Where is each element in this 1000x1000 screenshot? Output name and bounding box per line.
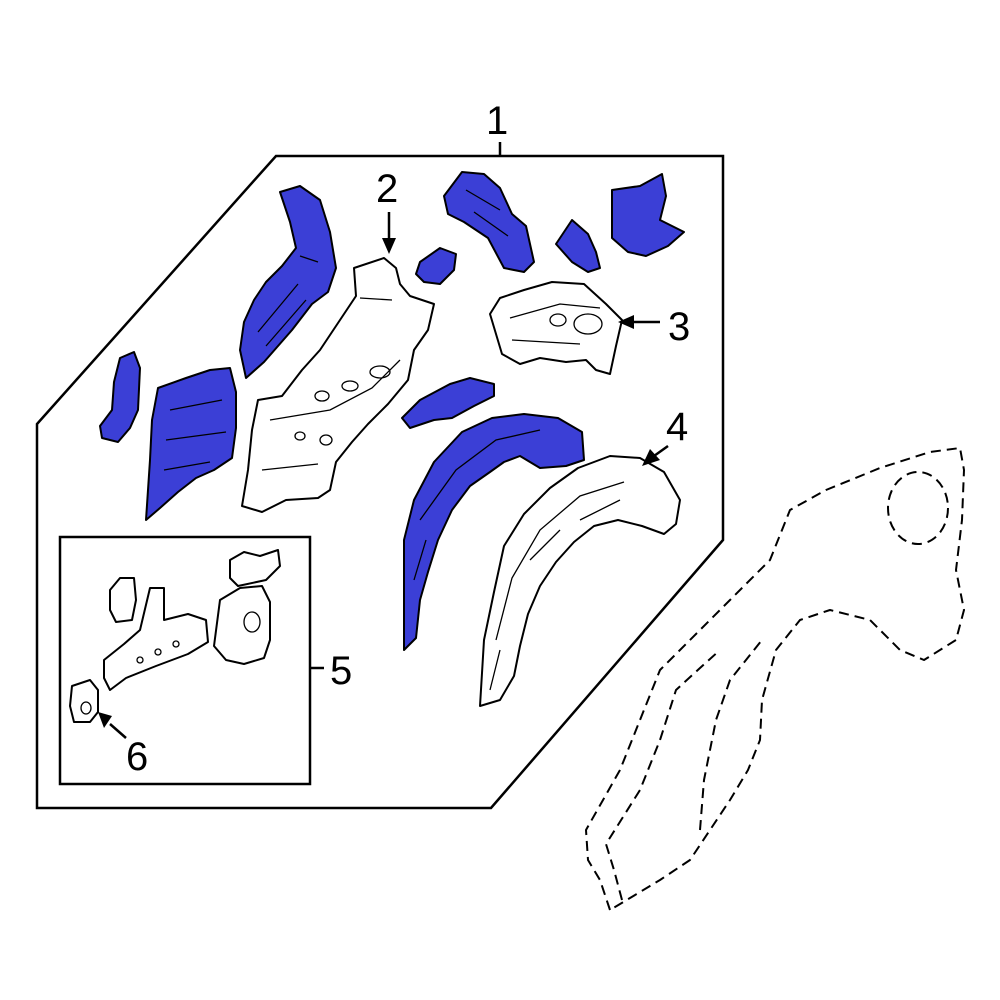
sub-part-rail[interactable] xyxy=(103,587,209,691)
callout-4: 4 xyxy=(666,405,688,449)
sub-part-6-bracket[interactable] xyxy=(69,679,99,723)
blue-part-small-bracket[interactable] xyxy=(415,247,457,285)
blue-part-wheelhouse-inner[interactable] xyxy=(403,413,585,651)
blue-part-top-right[interactable] xyxy=(611,173,685,257)
sub-part-small-bracket[interactable] xyxy=(109,577,137,623)
wheelhouse-extension[interactable] xyxy=(489,281,623,375)
callout-6: 6 xyxy=(126,735,148,779)
blue-part-upper-panel[interactable] xyxy=(239,185,337,379)
blue-part-center-bracket[interactable] xyxy=(401,377,495,429)
callout-1: 1 xyxy=(486,99,508,143)
blue-part-right-bracket[interactable] xyxy=(555,219,601,273)
subassembly-parts xyxy=(69,549,281,723)
assembly-outline xyxy=(35,154,725,810)
wheelhouse-outer[interactable] xyxy=(479,455,681,707)
blue-part-left-bracket[interactable] xyxy=(99,351,141,443)
reference-body-dashed xyxy=(585,447,965,911)
white-parts xyxy=(241,257,681,707)
callout-3: 3 xyxy=(668,305,690,349)
blue-part-lower-panel[interactable] xyxy=(145,367,237,521)
callout-2: 2 xyxy=(376,167,398,211)
sub-part-upper-bracket[interactable] xyxy=(229,549,281,587)
subassembly-box xyxy=(58,535,312,786)
sub-part-plate[interactable] xyxy=(213,585,271,665)
inner-quarter-panel[interactable] xyxy=(241,257,435,513)
callout-5: 5 xyxy=(330,649,352,693)
callouts: 1 2 3 4 5 6 xyxy=(98,99,690,779)
blue-parts xyxy=(99,171,685,651)
